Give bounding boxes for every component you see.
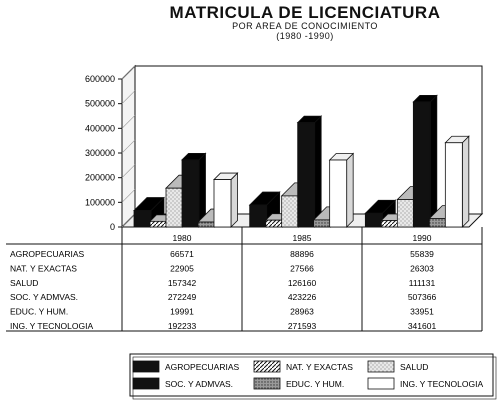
y-tick-label: 100000 <box>85 197 115 207</box>
table-row-label: AGROPECUARIAS <box>10 249 84 259</box>
legend-label: AGROPECUARIAS <box>165 362 239 372</box>
table-header-cell: 1985 <box>293 233 312 243</box>
bar <box>412 94 438 228</box>
legend-swatch <box>367 360 395 373</box>
y-tick-wall-line <box>121 65 136 80</box>
legend-label: ING. Y TECNOLOGIA <box>400 379 483 389</box>
table-row-label: SALUD <box>10 278 38 288</box>
bar-front <box>249 204 268 228</box>
bar <box>444 135 470 228</box>
table-cell: 66571 <box>170 249 194 259</box>
bar <box>328 152 355 228</box>
bar-front <box>197 221 216 228</box>
bar-side <box>461 135 470 228</box>
y-tick-wall-line <box>121 139 136 154</box>
legend-swatch <box>132 377 160 390</box>
chart-legend: AGROPECUARIAS NAT. Y EXACTAS SALUD SOC. Y A… <box>129 353 497 400</box>
bar-front <box>133 210 152 228</box>
bar-side <box>314 115 322 228</box>
chart-period: (1980 -1990) <box>276 31 334 41</box>
table-cell: 341601 <box>408 321 437 331</box>
table-row-label: NAT. Y EXACTAS <box>10 263 77 273</box>
bar-side <box>429 94 438 228</box>
bar-front <box>380 220 399 228</box>
bar-front <box>165 187 184 228</box>
table-cell: 33951 <box>410 307 434 317</box>
y-tick-wall-line <box>121 115 136 129</box>
legend-swatch <box>253 377 281 390</box>
legend-swatch <box>253 360 281 373</box>
y-tick-label: 500000 <box>85 99 115 109</box>
table-row-label: ING. Y TECNOLOGIA <box>10 321 93 331</box>
bar-front <box>181 159 200 228</box>
chart-subtitle: POR AREA DE CONOCIMIENTO <box>232 21 378 31</box>
y-tick-wall-line <box>121 164 136 178</box>
bar-front <box>364 212 383 228</box>
table-cell: 88896 <box>290 249 314 259</box>
table-cell: 192233 <box>168 321 197 331</box>
bar <box>213 172 239 228</box>
bar-front <box>444 142 463 228</box>
table-cell: 55839 <box>410 249 434 259</box>
bar-front <box>313 219 332 228</box>
y-tick-label: 400000 <box>85 123 115 133</box>
bar <box>296 115 323 228</box>
chart-bars <box>133 94 470 228</box>
table-cell: 271593 <box>288 321 317 331</box>
table-cell: 507366 <box>408 292 437 302</box>
bar-front <box>281 195 300 228</box>
table-cell: 111131 <box>409 278 436 288</box>
bar-front <box>396 199 415 228</box>
bar-front <box>428 218 447 228</box>
table-cell: 27566 <box>290 263 314 273</box>
bar-front <box>265 219 284 228</box>
bar <box>133 196 165 228</box>
table-cell: 126160 <box>288 278 317 288</box>
table-cell: 157342 <box>168 278 197 288</box>
legend-label: SOC. Y ADMVAS. <box>165 379 233 389</box>
table-row-label: SOC. Y ADMVAS. <box>10 292 78 302</box>
table-cell: 272249 <box>168 292 197 302</box>
y-tick-label: 600000 <box>85 74 115 84</box>
legend-label: EDUC. Y HUM. <box>286 379 344 389</box>
bar-side <box>346 152 354 228</box>
table-cell: 26303 <box>410 263 434 273</box>
bar <box>181 152 207 228</box>
legend-label: NAT. Y EXACTAS <box>286 362 353 372</box>
bar-front <box>297 122 316 228</box>
y-tick-wall-line <box>121 189 136 203</box>
bar-front <box>149 220 168 228</box>
bar-front <box>412 101 431 228</box>
y-tick-label: 200000 <box>85 173 115 183</box>
chart-title: MATRICULA DE LICENCIATURA <box>169 3 441 22</box>
table-header-cell: 1980 <box>173 233 192 243</box>
y-tick-wall-line <box>121 213 136 228</box>
legend-swatch <box>367 377 395 390</box>
table-cell: 28963 <box>290 307 314 317</box>
legend-swatch <box>132 360 160 373</box>
table-cell: 423226 <box>288 292 317 302</box>
y-tick-label: 300000 <box>85 148 115 158</box>
table-row-label: EDUC. Y HUM. <box>10 307 68 317</box>
legend-box <box>129 353 494 397</box>
bar-front <box>213 179 232 228</box>
table-cell: 19991 <box>170 307 194 317</box>
table-header-cell: 1990 <box>413 233 432 243</box>
bar-front <box>329 159 348 228</box>
bar-side <box>230 172 238 228</box>
y-tick-wall-line <box>121 90 136 104</box>
table-cell: 22905 <box>170 263 194 273</box>
legend-label: SALUD <box>400 362 428 372</box>
y-tick-label: 0 <box>110 222 115 232</box>
